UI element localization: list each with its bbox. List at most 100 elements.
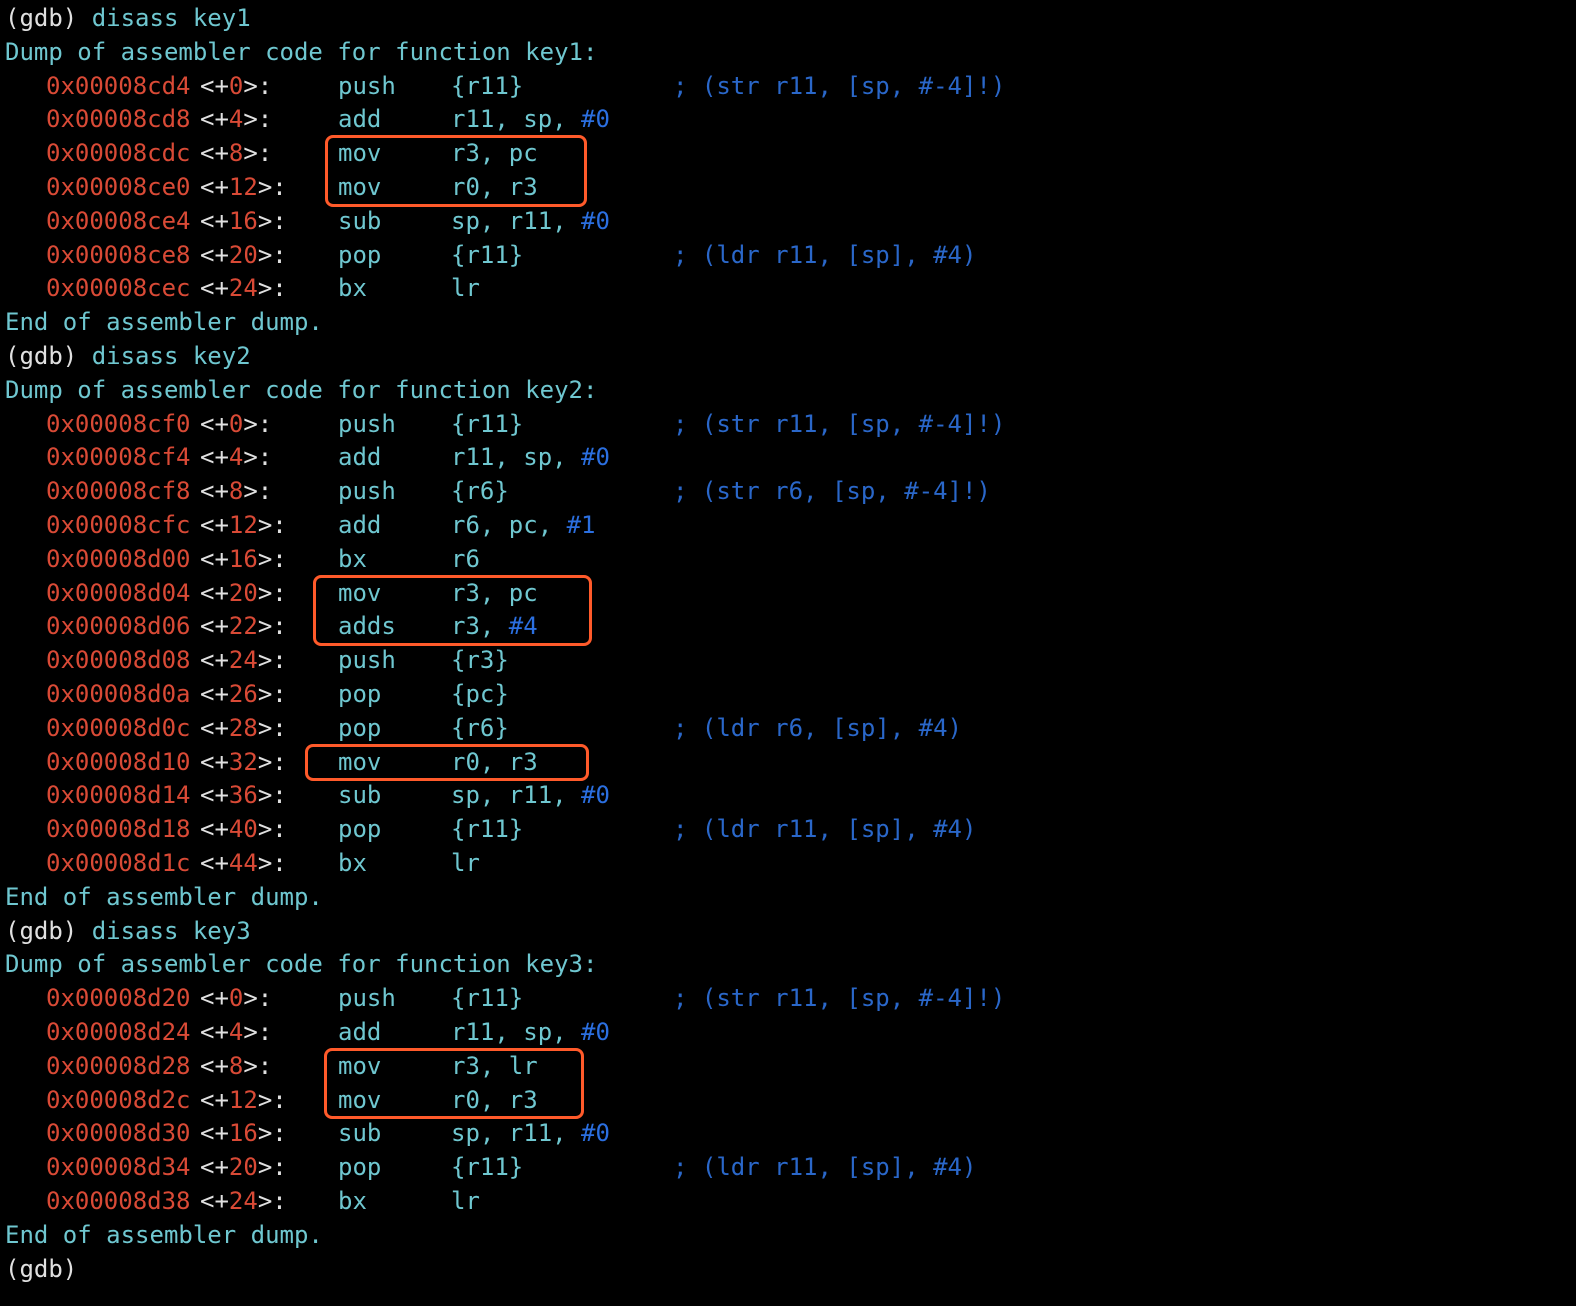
- instruction-mnemonic: sub: [338, 781, 382, 810]
- gdb-prompt: (gdb): [5, 1254, 78, 1283]
- offset-open: <+: [200, 206, 229, 235]
- offset-open: <+: [200, 173, 229, 201]
- instruction-mnemonic: mov: [338, 1085, 382, 1114]
- offset-value: 16: [228, 206, 258, 235]
- offset-close: >:: [243, 477, 273, 506]
- offset-value: 4: [228, 1018, 244, 1046]
- instruction-address: 0x00008cf0: [46, 409, 191, 438]
- instruction-operands: lr: [451, 846, 480, 880]
- instruction-mnemonic: add: [338, 105, 382, 134]
- instruction-offset: <+0>:: [200, 981, 272, 1015]
- instruction-mnemonic: add: [338, 443, 382, 472]
- instruction-operands: r11, sp, #0: [451, 102, 610, 136]
- command-input: disass key2: [77, 342, 251, 370]
- instruction-offset: <+8>:: [200, 474, 272, 508]
- instruction-offset: <+20>:: [200, 238, 287, 272]
- offset-close: >:: [243, 105, 273, 134]
- instruction-offset: <+4>:: [200, 102, 272, 136]
- offset-value: 44: [228, 849, 258, 877]
- instruction-offset: <+8>:: [200, 1049, 272, 1083]
- offset-close: >:: [243, 71, 273, 100]
- instruction-address: 0x00008d10: [46, 747, 191, 776]
- instruction-row: 0x00008ce8<+20>:pop{r11}; (ldr r11, [sp]…: [0, 238, 1576, 272]
- instruction-operands: r3, #4: [451, 609, 538, 643]
- instruction-mnemonic: bx: [338, 274, 367, 303]
- offset-open: <+: [200, 443, 229, 472]
- offset-open: <+: [200, 1085, 229, 1114]
- gdb-prompt: (gdb): [5, 916, 78, 945]
- offset-open: <+: [200, 544, 229, 573]
- offset-close: >:: [243, 409, 273, 438]
- instruction-offset: <+28>:: [200, 711, 287, 745]
- offset-close: >:: [257, 815, 287, 844]
- offset-close: >:: [243, 443, 273, 472]
- offset-close: >:: [243, 1051, 273, 1080]
- instruction-offset: <+16>:: [200, 542, 287, 576]
- offset-value: 26: [228, 680, 258, 708]
- instruction-address: 0x00008d0c: [46, 713, 191, 742]
- offset-value: 20: [228, 240, 258, 269]
- offset-open: <+: [200, 578, 229, 607]
- instruction-operands: r11, sp, #0: [451, 1015, 610, 1049]
- offset-close: >:: [257, 747, 287, 776]
- offset-close: >:: [257, 680, 287, 708]
- instruction-operands: {r11}: [451, 812, 523, 846]
- instruction-operands: {r11}: [451, 981, 523, 1015]
- instruction-operands: r0, r3: [451, 745, 538, 779]
- instruction-row: 0x00008cd4<+0>:push{r11}; (str r11, [sp,…: [0, 69, 1576, 103]
- command-text: (gdb) disass key1: [5, 1, 251, 35]
- dump-footer-text: End of assembler dump.: [5, 882, 323, 911]
- instruction-operands: r0, r3: [451, 1083, 538, 1117]
- dump-header: Dump of assembler code for function key1…: [0, 35, 1576, 69]
- operand-immediate: #0: [581, 1119, 610, 1148]
- instruction-mnemonic: adds: [338, 612, 396, 641]
- operand-registers: sp, r11,: [451, 781, 582, 810]
- offset-close: >:: [257, 612, 287, 641]
- instruction-mnemonic: push: [338, 477, 396, 506]
- offset-open: <+: [200, 1119, 229, 1148]
- instruction-comment: ; (ldr r11, [sp], #4): [673, 240, 977, 269]
- instruction-offset: <+16>:: [200, 1116, 287, 1150]
- instruction-operands: r0, r3: [451, 170, 538, 204]
- instruction-address: 0x00008d00: [46, 544, 191, 573]
- operand-registers: {r11}: [451, 240, 524, 269]
- operand-registers: r6, pc,: [451, 511, 567, 539]
- operand-registers: lr: [451, 849, 480, 877]
- instruction-address: 0x00008d24: [46, 1018, 191, 1046]
- final-prompt-line: (gdb): [0, 1252, 1576, 1286]
- highlight-box: [324, 1047, 584, 1120]
- instruction-address: 0x00008ce8: [46, 240, 191, 269]
- gdb-prompt: (gdb): [5, 342, 78, 370]
- instruction-offset: <+12>:: [200, 170, 287, 204]
- operand-registers: r3,: [451, 612, 509, 641]
- instruction-address: 0x00008d30: [46, 1119, 191, 1148]
- operand-registers: r11, sp,: [451, 105, 582, 134]
- instruction-row: 0x00008d18<+40>:pop{r11}; (ldr r11, [sp]…: [0, 812, 1576, 846]
- instruction-offset: <+20>:: [200, 576, 287, 610]
- instruction-address: 0x00008cfc: [46, 511, 191, 539]
- instruction-mnemonic: push: [338, 646, 396, 675]
- instruction-address: 0x00008cf4: [46, 443, 191, 472]
- instruction-row: 0x00008cf8<+8>:push{r6}; (str r6, [sp, #…: [0, 474, 1576, 508]
- offset-open: <+: [200, 849, 229, 877]
- operand-registers: {r11}: [451, 984, 524, 1013]
- operand-registers: {r11}: [451, 71, 524, 100]
- offset-open: <+: [200, 781, 229, 810]
- instruction-mnemonic: push: [338, 71, 396, 100]
- dump-header-text: Dump of assembler code for function key2…: [5, 375, 598, 404]
- operand-registers: {r6}: [451, 713, 509, 742]
- instruction-offset: <+16>:: [200, 204, 287, 238]
- instruction-mnemonic: mov: [338, 139, 382, 168]
- offset-open: <+: [200, 984, 229, 1013]
- offset-open: <+: [200, 105, 229, 134]
- operand-immediate: #1: [566, 511, 596, 539]
- offset-value: 40: [228, 815, 258, 844]
